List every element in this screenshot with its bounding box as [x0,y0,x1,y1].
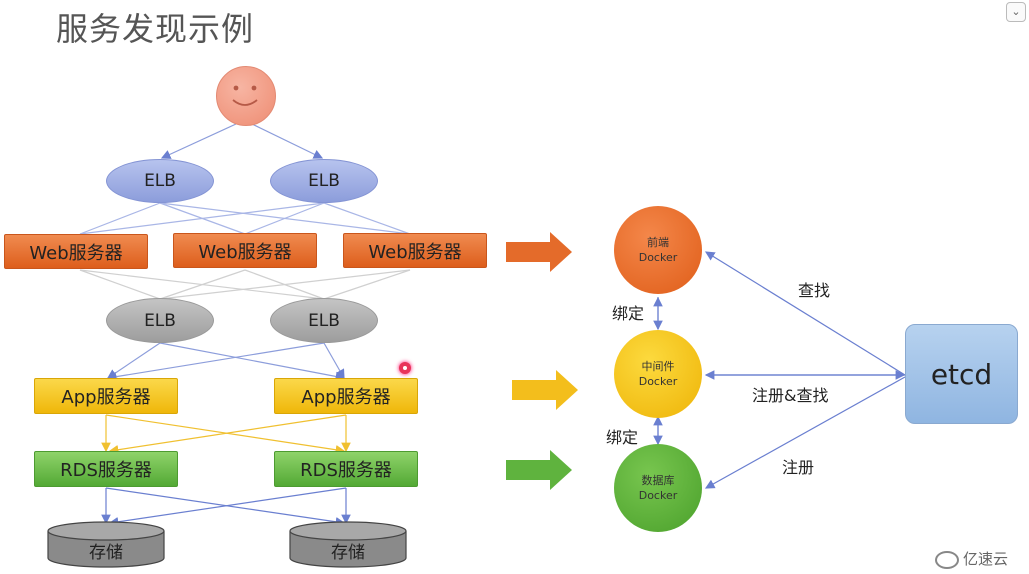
elb-mid-2: ELB [270,298,378,343]
app-server-1: App服务器 [34,378,178,414]
arrow-app-to-middleware [512,370,578,410]
watermark-text: 亿速云 [963,550,1009,568]
app-server-2: App服务器 [274,378,418,414]
watermark: 亿速云 [935,548,1008,569]
database-docker-node: 数据库 Docker [614,444,702,532]
bind-label-bottom: 绑定 [606,428,639,447]
etcd-node: etcd [905,324,1018,424]
arrow-rds-to-database [506,450,572,490]
frontend-label: 前端 [647,236,669,249]
web-server-3: Web服务器 [343,233,487,268]
middleware-docker-node: 中间件 Docker [614,330,702,418]
database-label: 数据库 [641,474,675,487]
cursor-indicator-icon [399,362,411,374]
storage-label-1: 存储 [89,542,123,563]
user-smiley-icon [216,66,276,126]
rds-server-2: RDS服务器 [274,451,418,487]
elb-mid-1: ELB [106,298,214,343]
register-label: 注册 [782,458,815,477]
storage-cylinder-1 [47,521,165,568]
rds-server-1: RDS服务器 [34,451,178,487]
storage-cylinder-2 [289,521,407,568]
storage-label-2: 存储 [331,542,365,563]
watermark-logo-icon [935,550,959,569]
slide-title: 服务发现示例 [56,10,255,48]
frontend-docker-label: Docker [638,251,678,264]
elb-top-1: ELB [106,159,214,203]
lookup-label: 查找 [798,281,831,300]
bind-label-top: 绑定 [612,304,645,323]
elb-top-2: ELB [270,159,378,203]
frontend-docker-node: 前端 Docker [614,206,702,294]
web-server-2: Web服务器 [173,233,317,268]
register-lookup-label: 注册&查找 [752,386,829,405]
arrow-web-to-frontend [506,232,572,272]
middleware-docker-label: Docker [638,375,678,388]
web-server-1: Web服务器 [4,234,148,269]
window-menu-icon[interactable]: ⌄ [1006,2,1026,22]
middleware-label: 中间件 [641,360,675,373]
database-docker-label: Docker [638,489,678,502]
